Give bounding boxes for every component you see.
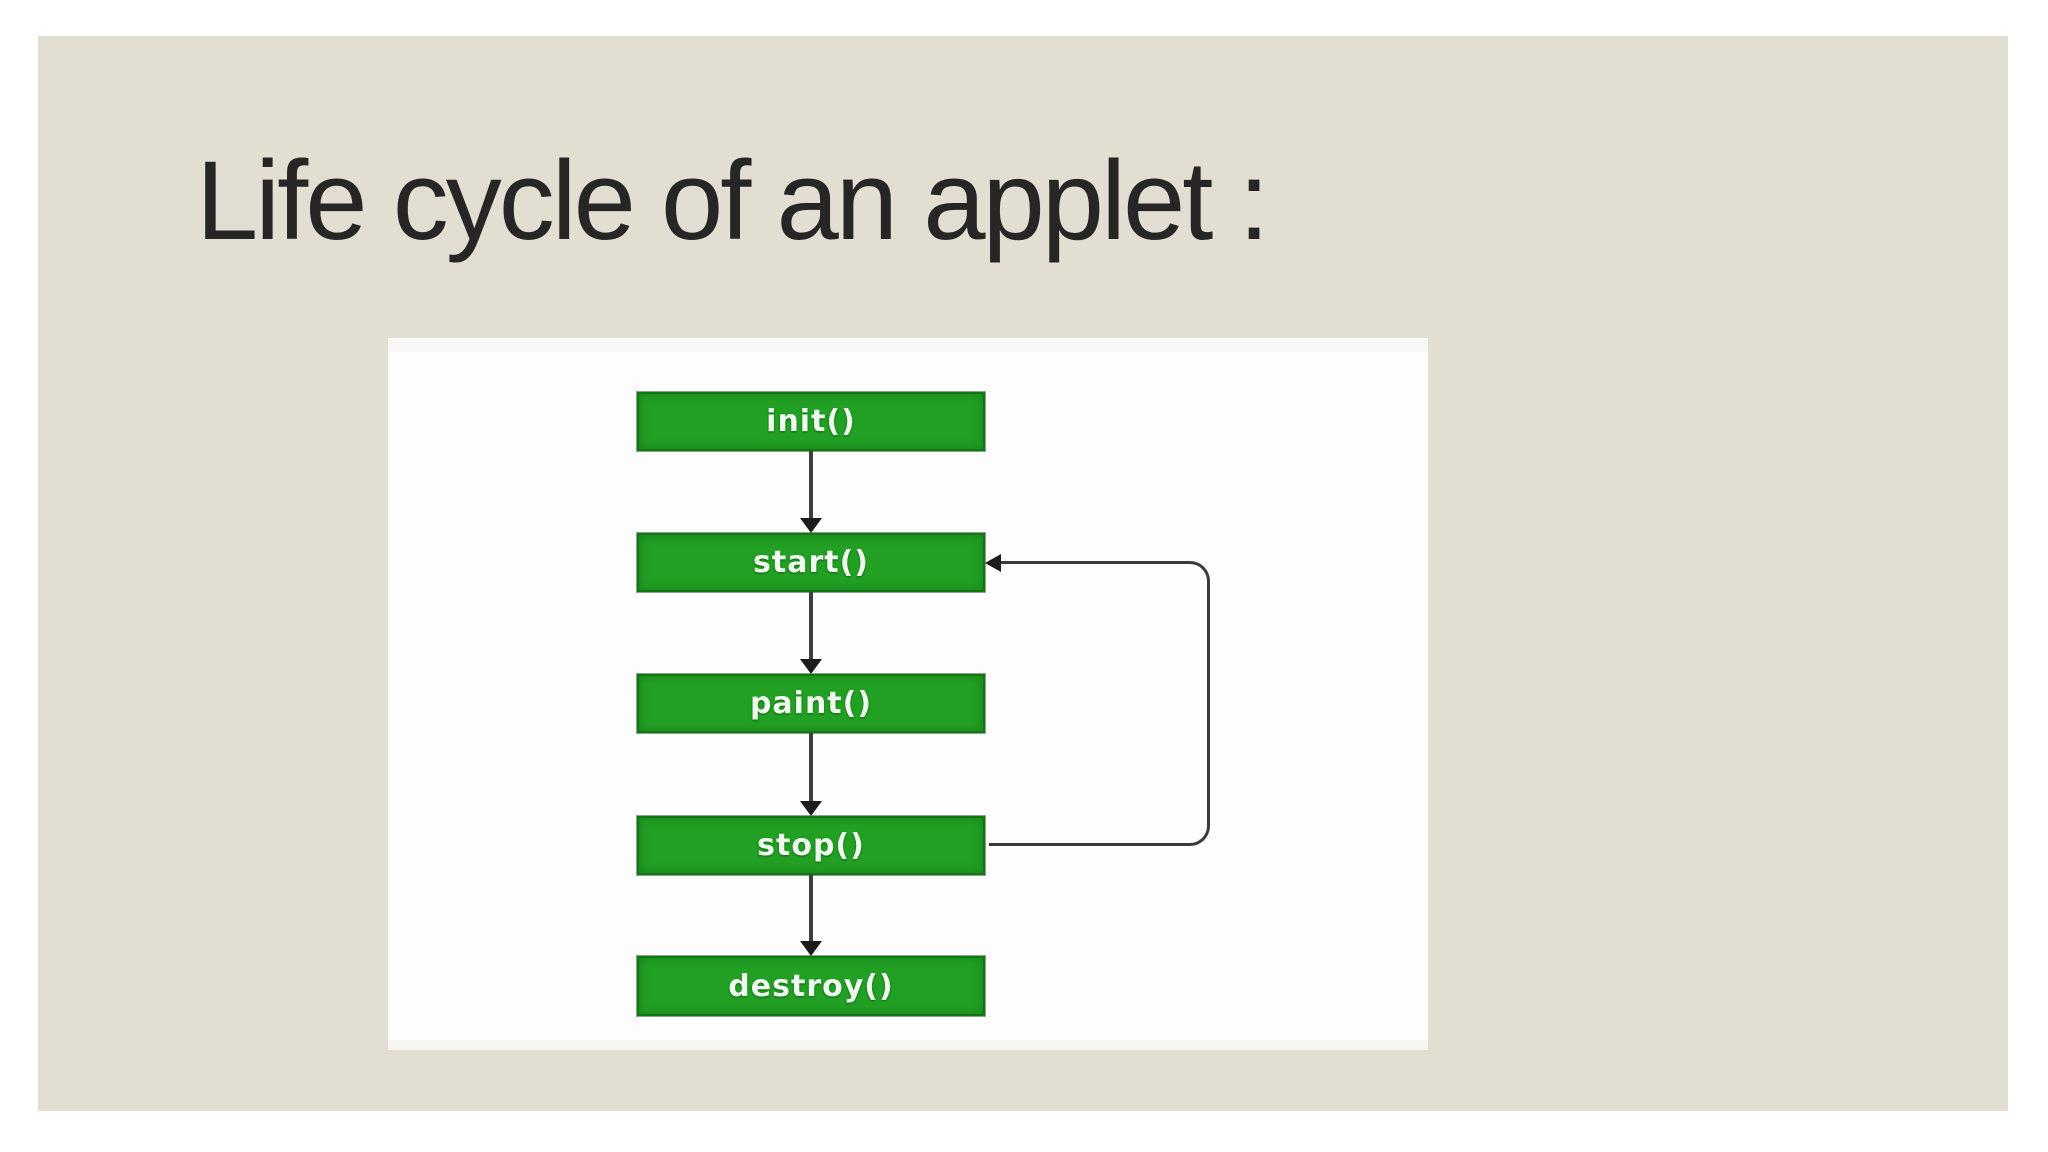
- node-paint-label: paint(): [749, 686, 873, 721]
- node-init: init(): [636, 391, 986, 452]
- slide: Life cycle of an applet : init() start()…: [38, 36, 2008, 1111]
- node-start-label: start(): [753, 545, 869, 580]
- node-paint: paint(): [636, 673, 986, 734]
- loop-stop-to-start: [989, 561, 1210, 846]
- arrowhead-down-icon: [800, 941, 822, 956]
- applet-lifecycle-diagram: init() start() paint() stop(): [388, 338, 1428, 1050]
- node-init-label: init(): [766, 404, 856, 439]
- arrow-stop-to-destroy: [796, 875, 826, 956]
- arrow-shaft: [809, 592, 813, 661]
- arrow-paint-to-stop: [796, 733, 826, 816]
- arrowhead-down-icon: [800, 518, 822, 533]
- arrow-shaft: [809, 733, 813, 803]
- arrowhead-left-icon: [985, 554, 1001, 572]
- arrow-init-to-start: [796, 451, 826, 533]
- node-start: start(): [636, 532, 986, 593]
- node-stop: stop(): [636, 815, 986, 876]
- arrow-start-to-paint: [796, 592, 826, 674]
- arrow-shaft: [809, 875, 813, 943]
- node-destroy-label: destroy(): [728, 968, 894, 1004]
- arrow-shaft: [809, 451, 813, 520]
- arrowhead-down-icon: [800, 801, 822, 816]
- slide-title: Life cycle of an applet :: [196, 138, 1270, 263]
- node-destroy: destroy(): [636, 955, 986, 1017]
- arrowhead-down-icon: [800, 659, 822, 674]
- node-stop-label: stop(): [757, 828, 865, 863]
